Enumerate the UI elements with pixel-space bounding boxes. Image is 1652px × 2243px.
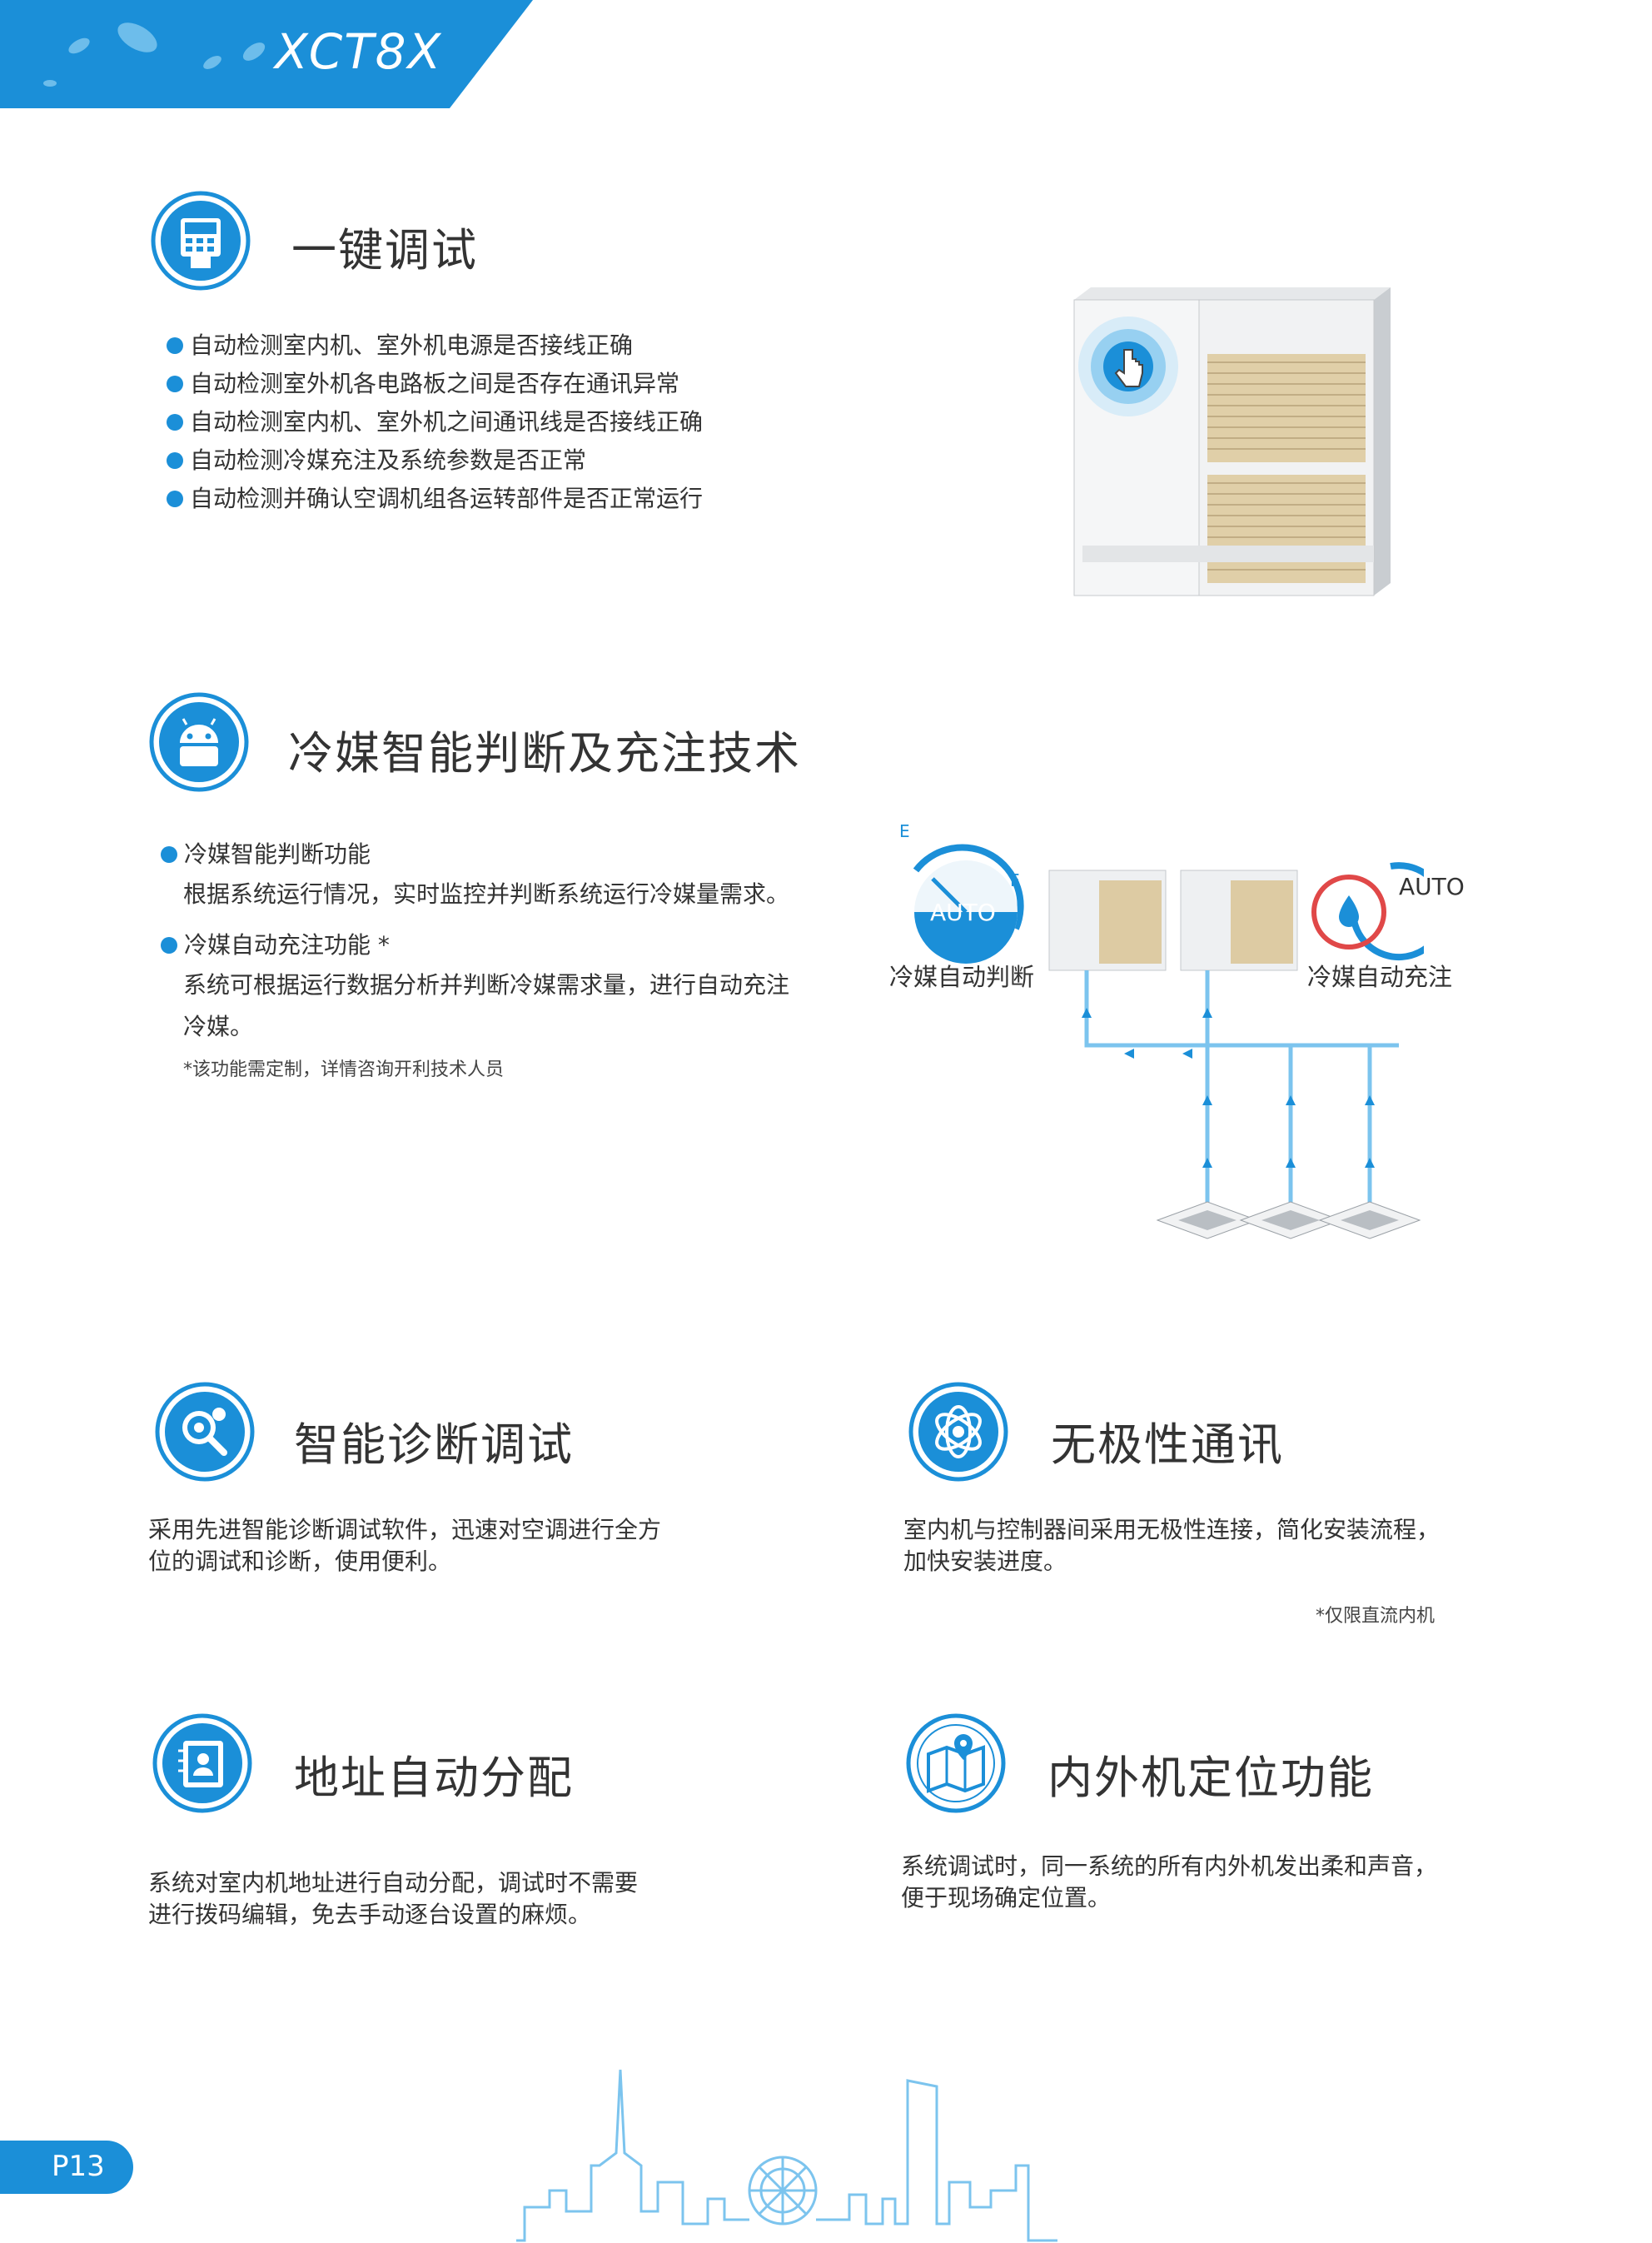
outdoor-unit-image (1073, 287, 1391, 596)
section4-text-line1: 室内机与控制器间采用无极性连接，简化安装流程， (903, 1516, 1441, 1543)
list-item: 自动检测并确认空调机组各运转部件是否正常运行 (167, 480, 703, 518)
section5-title: 地址自动分配 (294, 1752, 574, 1804)
section5-text-line2: 进行拨码编辑，免去手动逐台设置的麻烦。 (148, 1901, 592, 1928)
section3-title: 智能诊断调试 (294, 1418, 574, 1471)
gauge-empty-label: E (899, 821, 910, 841)
section1-title: 一键调试 (291, 224, 478, 277)
city-skyline-illustration (516, 2069, 1057, 2242)
list-item: 自动检测冷媒充注及系统参数是否正常 (167, 441, 703, 480)
refrigerant-system-diagram (913, 844, 1424, 1239)
feature-desc: 冷媒。 (183, 1013, 254, 1040)
auto-judge-badge: AUTO (930, 899, 996, 926)
section4-text-line2: 加快安装进度。 (903, 1548, 1067, 1575)
section3-text-line2: 位的调试和诊断，使用便利。 (148, 1548, 452, 1575)
section2-feature-1: 冷媒智能判断功能 (161, 835, 371, 874)
footnote: *该功能需定制，详情咨询开利技术人员 (183, 1059, 505, 1080)
section2-title: 冷媒智能判断及充注技术 (288, 727, 801, 780)
auto-charge-badge: AUTO (1399, 873, 1465, 900)
map-pin-icon (906, 1713, 1006, 1813)
page-number: P13 (52, 2150, 105, 2183)
section1-bullet-list: 自动检测室内机、室外机电源是否接线正确 自动检测室外机各电路板之间是否存在通讯异… (167, 326, 703, 518)
feature-desc: 根据系统运行情况，实时监控并判断系统运行冷媒量需求。 (183, 880, 790, 908)
section2-feature-2: 冷媒自动充注功能 * (161, 926, 390, 964)
list-item: 自动检测室外机各电路板之间是否存在通讯异常 (167, 365, 703, 403)
android-robot-icon (149, 692, 249, 792)
footnote: *仅限直流内机 (1316, 1606, 1436, 1627)
auto-judge-label: 冷媒自动判断 (889, 963, 1035, 991)
address-book-icon (152, 1713, 252, 1813)
gauge-full-label: F (1010, 870, 1020, 890)
brand-logo: XCT8X (275, 23, 443, 80)
section4-title: 无极性通讯 (1051, 1418, 1284, 1471)
feature-label: 冷媒自动充注功能 * (161, 926, 390, 964)
feature-desc: 系统可根据运行数据分析并判断冷媒需求量，进行自动充注 (183, 971, 790, 999)
list-item: 自动检测室内机、室外机之间通讯线是否接线正确 (167, 403, 703, 441)
page-number-tab (0, 2141, 133, 2194)
section3-text-line1: 采用先进智能诊断调试软件，迅速对空调进行全方 (148, 1516, 662, 1543)
section5-text-line1: 系统对室内机地址进行自动分配，调试时不需要 (148, 1869, 639, 1897)
feature-label: 冷媒智能判断功能 (161, 835, 371, 874)
header-banner (0, 0, 533, 108)
gear-magnifier-icon (155, 1382, 255, 1482)
network-globe-icon (908, 1382, 1008, 1482)
section6-title: 内外机定位功能 (1047, 1752, 1374, 1804)
auto-charge-label: 冷媒自动充注 (1307, 963, 1453, 991)
section6-text-line2: 便于现场确定位置。 (901, 1884, 1112, 1912)
list-item: 自动检测室内机、室外机电源是否接线正确 (167, 326, 703, 365)
section6-text-line1: 系统调试时，同一系统的所有内外机发出柔和声音， (901, 1852, 1438, 1880)
control-panel-icon (151, 191, 251, 291)
